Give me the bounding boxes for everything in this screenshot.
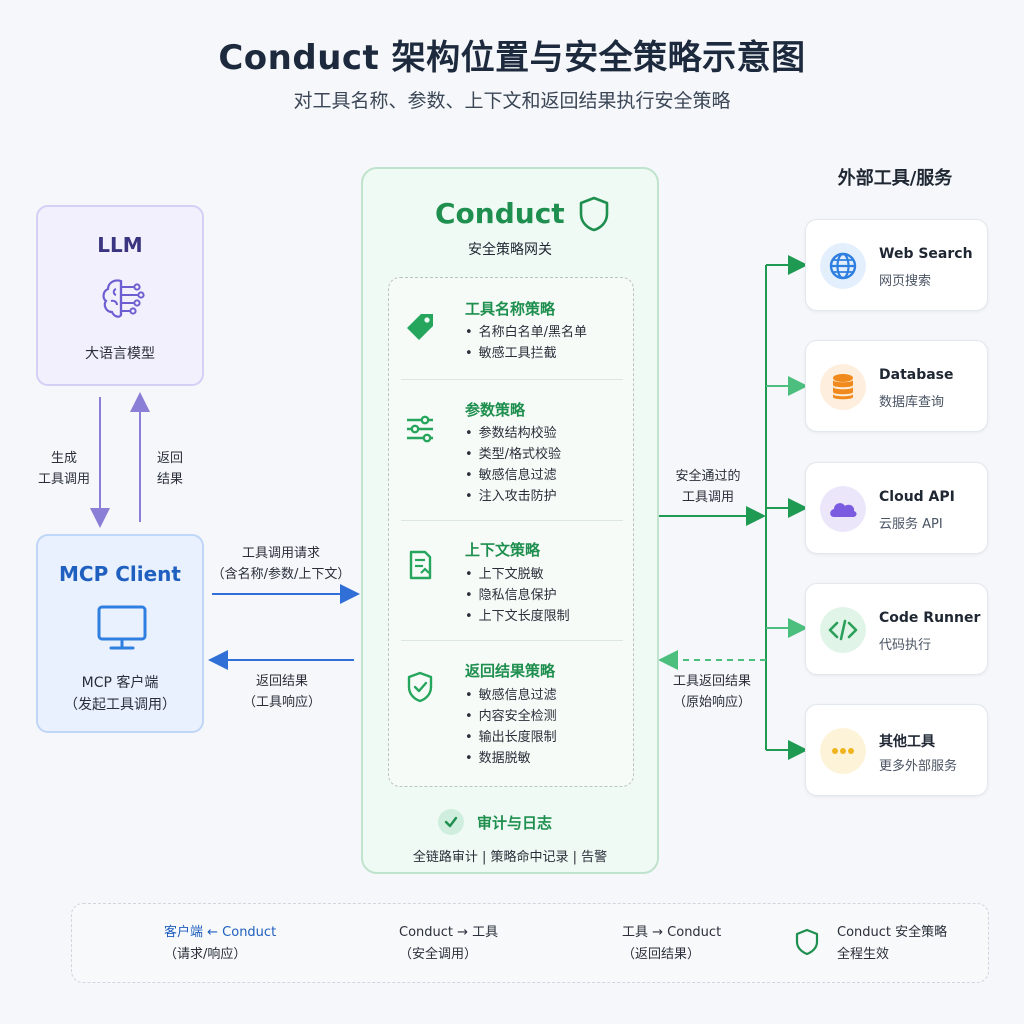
policy-item: 敏感信息过滤 [465, 685, 557, 706]
policy-items: 名称白名单/黑名单 敏感工具拦截 [465, 322, 587, 364]
audit-title: 审计与日志 [477, 814, 553, 832]
legend-item-return: 工具 → Conduct （返回结果） [622, 925, 722, 962]
llm-title: LLM [97, 233, 143, 257]
database-icon [820, 364, 866, 410]
tool-card-other-tools: 其他工具 更多外部服务 [805, 704, 988, 796]
legend-item-client: 客户端 ← Conduct （请求/响应） [164, 925, 277, 962]
tool-card-cloud-api: Cloud API 云服务 API [805, 462, 988, 554]
tool-desc: 数据库查询 [879, 395, 945, 410]
response-label: 返回结果（工具响应） [242, 674, 321, 710]
request-label: 工具调用请求（含名称/参数/上下文） [211, 546, 351, 582]
policy-title: 上下文策略 [465, 541, 541, 559]
shield-icon [579, 196, 609, 232]
policy-item: 内容安全检测 [465, 706, 557, 727]
more-icon [820, 728, 866, 774]
policy-title: 参数策略 [465, 401, 526, 419]
policy-items: 上下文脱敏 隐私信息保护 上下文长度限制 [465, 564, 570, 627]
return-result-label: 返回结果 [156, 451, 183, 487]
policy-item: 敏感信息过滤 [465, 465, 561, 486]
policy-item: 注入攻击防护 [465, 486, 561, 507]
tool-name: 其他工具 [879, 734, 935, 750]
legend-item-policy: Conduct 安全策略 全程生效 [837, 925, 948, 962]
policy-item: 输出长度限制 [465, 727, 557, 748]
tool-name: Cloud API [879, 489, 955, 505]
tool-desc: 代码执行 [879, 638, 932, 653]
mcp-subtitle: MCP 客户端 （发起工具调用） [64, 675, 176, 713]
code-icon [820, 607, 866, 653]
mcp-title: MCP Client [59, 562, 181, 586]
llm-subtitle: 大语言模型 [85, 346, 155, 362]
tool-return-label: 工具返回结果（原始响应） [672, 674, 751, 710]
monitor-icon [97, 605, 147, 650]
legend-item-safe-call: Conduct → 工具 （安全调用） [399, 925, 499, 962]
globe-icon [820, 243, 866, 289]
llm-node: LLM 大语言模型 [36, 205, 204, 386]
policy-title: 返回结果策略 [465, 662, 556, 680]
sliders-icon [407, 415, 433, 443]
tool-card-code-runner: Code Runner 代码执行 [805, 583, 988, 675]
tool-desc: 更多外部服务 [879, 759, 958, 774]
policy-item: 敏感工具拦截 [465, 343, 587, 364]
policy-item: 上下文长度限制 [465, 606, 570, 627]
brain-icon [102, 279, 145, 318]
policy-item: 隐私信息保护 [465, 585, 570, 606]
document-icon [409, 550, 432, 580]
policy-item: 数据脱敏 [465, 748, 557, 769]
mcp-client-node: MCP Client MCP 客户端 （发起工具调用） [36, 534, 204, 733]
tool-name: Database [879, 367, 954, 383]
tool-desc: 云服务 API [879, 517, 943, 532]
gateway-title: Conduct [435, 197, 565, 230]
policy-item: 参数结构校验 [465, 423, 561, 444]
policy-item: 名称白名单/黑名单 [465, 322, 587, 343]
shield-check-icon [407, 671, 433, 703]
safe-call-label: 安全通过的工具调用 [675, 469, 741, 505]
tag-icon [407, 314, 433, 340]
conduct-gateway: Conduct 安全策略网关 工具名称策略 名称白名单/黑名单 敏感工具拦截 参… [361, 167, 659, 874]
tools-panel-title: 外部工具/服务 [837, 168, 953, 189]
divider [401, 640, 623, 641]
divider [401, 520, 623, 521]
policy-group: 工具名称策略 名称白名单/黑名单 敏感工具拦截 参数策略 参数结构校验 类型/格… [388, 277, 634, 787]
tool-card-web-search: Web Search 网页搜索 [805, 219, 988, 311]
policy-items: 敏感信息过滤 内容安全检测 输出长度限制 数据脱敏 [465, 685, 557, 769]
page-subtitle: 对工具名称、参数、上下文和返回结果执行安全策略 [293, 90, 731, 112]
policy-item: 上下文脱敏 [465, 564, 570, 585]
divider [401, 379, 623, 380]
tool-name: Web Search [879, 246, 973, 262]
cloud-icon [820, 486, 866, 532]
policy-title: 工具名称策略 [465, 300, 556, 318]
tool-desc: 网页搜索 [879, 274, 932, 289]
policy-item: 类型/格式校验 [465, 444, 561, 465]
tool-name: Code Runner [879, 610, 981, 626]
tool-card-database: Database 数据库查询 [805, 340, 988, 432]
check-circle-icon [438, 809, 464, 835]
policy-items: 参数结构校验 类型/格式校验 敏感信息过滤 注入攻击防护 [465, 423, 561, 507]
page-title: Conduct 架构位置与安全策略示意图 [218, 38, 806, 78]
generate-call-label: 生成工具调用 [37, 451, 90, 487]
shield-icon [795, 928, 819, 956]
gateway-subtitle: 安全策略网关 [468, 242, 552, 258]
audit-subtitle: 全链路审计 | 策略命中记录 | 告警 [412, 850, 608, 865]
legend: 客户端 ← Conduct （请求/响应） Conduct → 工具 （安全调用… [71, 903, 989, 983]
